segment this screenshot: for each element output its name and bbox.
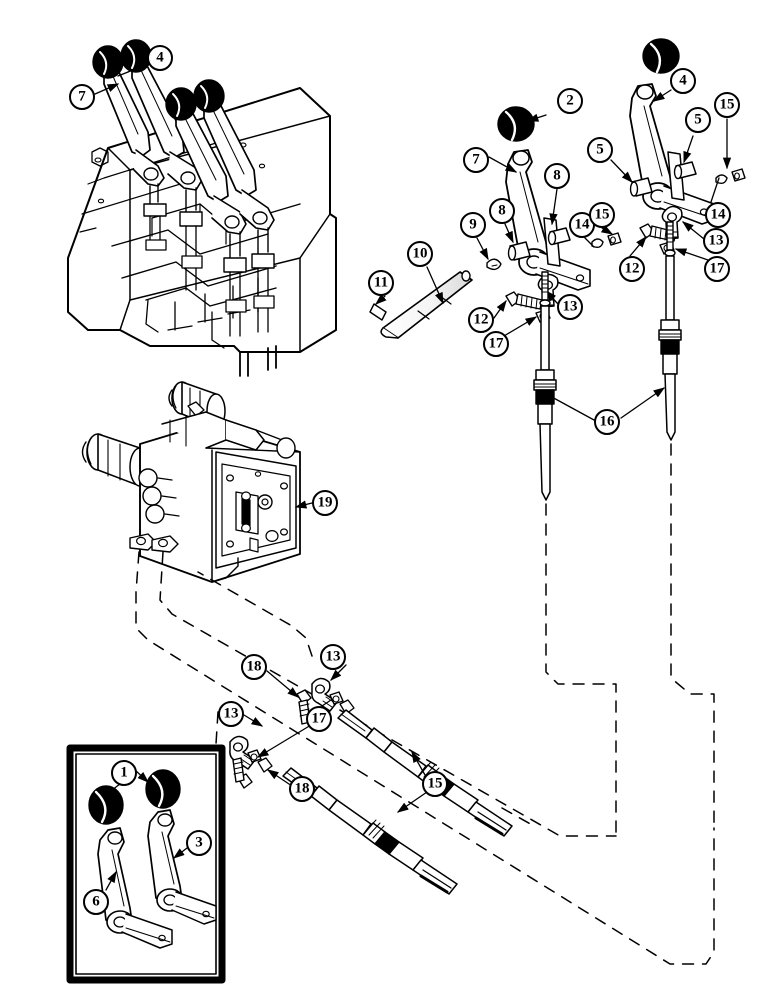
- callout-18-cap-screw: 18: [241, 654, 267, 680]
- callout-label: 17: [311, 710, 327, 726]
- callout-label: 11: [373, 274, 389, 290]
- callout-13-ball-joint: 13: [320, 644, 346, 670]
- callout-13-ball-joint: 13: [218, 701, 244, 727]
- callout-11-pin: 11: [368, 270, 394, 296]
- cable-routing-dashed: [135, 443, 715, 965]
- callout-label: 15: [427, 775, 443, 791]
- callout-4-lever: 4: [147, 45, 173, 71]
- callout-label: 19: [317, 494, 333, 510]
- callout-12-cap-screw: 12: [468, 307, 494, 333]
- callout-label: 18: [246, 658, 262, 674]
- callout-label: 18: [294, 780, 310, 796]
- left-linkage-assembly: [369, 106, 622, 339]
- callout-label: 16: [599, 413, 615, 429]
- callout-8-bushing: 8: [544, 163, 570, 189]
- callout-17-jam-nut: 17: [306, 706, 332, 732]
- callout-label: 14: [574, 216, 590, 232]
- callout-label: 15: [594, 206, 610, 222]
- callout-16-control-cable: 16: [594, 409, 620, 435]
- callout-label: 7: [78, 88, 86, 104]
- callout-label: 13: [562, 298, 578, 314]
- callout-label: 5: [596, 141, 604, 157]
- callout-label: 9: [469, 216, 477, 232]
- callout-label: 4: [156, 49, 164, 65]
- callout-17-jam-nut: 17: [704, 256, 730, 282]
- callout-label: 15: [719, 96, 735, 112]
- callout-6-lever-arm: 6: [83, 889, 109, 915]
- callout-5-bushing: 5: [587, 137, 613, 163]
- callout-9-retaining-ring: 9: [460, 212, 486, 238]
- callout-label: 7: [472, 151, 480, 167]
- callout-7-lever: 7: [69, 84, 95, 110]
- callout-13-ball-joint: 13: [703, 228, 729, 254]
- callout-5-bushing: 5: [685, 107, 711, 133]
- callout-4-lever: 4: [670, 68, 696, 94]
- callout-label: 1: [120, 764, 128, 780]
- callout-label: 13: [223, 705, 239, 721]
- upper-control-cables: [533, 221, 682, 501]
- callout-7-lever: 7: [463, 147, 489, 173]
- callout-label: 10: [412, 245, 428, 261]
- callout-19-remote-valve: 19: [312, 490, 338, 516]
- callout-15-nut: 15: [589, 202, 615, 228]
- callout-12-cap-screw: 12: [619, 256, 645, 282]
- callout-label: 8: [498, 202, 506, 218]
- callout-label: 8: [553, 167, 561, 183]
- callout-label: 13: [325, 648, 341, 664]
- callout-8-bushing: 8: [489, 198, 515, 224]
- callout-label: 12: [473, 311, 489, 327]
- callout-label: 17: [709, 260, 725, 276]
- lower-control-cables: [229, 664, 513, 895]
- callout-label: 17: [488, 335, 504, 351]
- callout-label: 4: [679, 72, 687, 88]
- callout-label: 2: [566, 92, 574, 108]
- callout-label: 6: [92, 893, 100, 909]
- callout-10-shaft: 10: [407, 241, 433, 267]
- callout-label: 12: [624, 260, 640, 276]
- callout-label: 3: [195, 834, 203, 850]
- callout-18-cap-screw: 18: [289, 776, 315, 802]
- callout-label: 14: [710, 206, 726, 222]
- callout-15-control-cable: 15: [422, 771, 448, 797]
- callout-1-lever-knob: 1: [111, 760, 137, 786]
- detail-inset: [66, 744, 226, 984]
- callout-label: 5: [694, 111, 702, 127]
- callout-17-jam-nut: 17: [483, 331, 509, 357]
- callout-15-nut: 15: [714, 92, 740, 118]
- callout-3-lever-arm: 3: [186, 830, 212, 856]
- remote-valve-assembly: [81, 381, 313, 583]
- callout-13-ball-joint: 13: [557, 294, 583, 320]
- console-assembly: [67, 39, 337, 377]
- callout-2-lever-knob: 2: [557, 88, 583, 114]
- callout-label: 13: [708, 232, 724, 248]
- callout-14-lock-washer: 14: [705, 202, 731, 228]
